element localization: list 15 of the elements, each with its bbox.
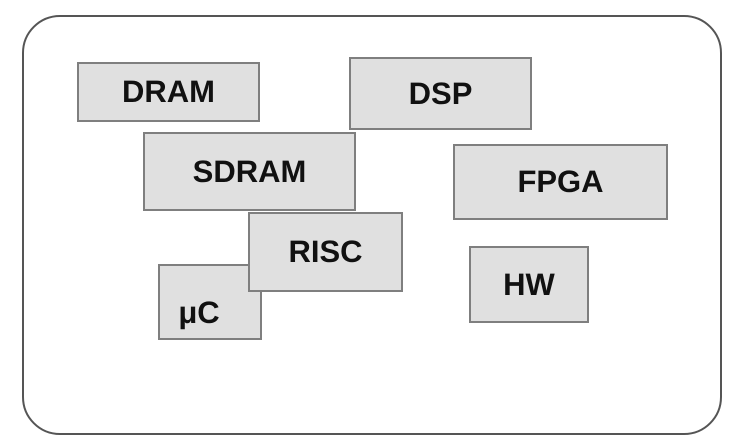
label-box xyxy=(143,132,356,211)
box-label: RISC xyxy=(288,234,363,270)
box-label: μC xyxy=(178,295,220,331)
box-label: FPGA xyxy=(517,164,604,200)
label-box xyxy=(77,62,260,122)
label-box xyxy=(469,246,589,323)
label-box xyxy=(349,57,532,130)
box-label: HW xyxy=(503,266,555,302)
label-box xyxy=(453,144,668,220)
label-box xyxy=(248,212,403,292)
box-label: DSP xyxy=(408,76,472,112)
box-label: SDRAM xyxy=(192,154,306,190)
label-box xyxy=(158,264,262,340)
box-label: DRAM xyxy=(122,74,215,110)
rounded-panel xyxy=(22,15,722,435)
